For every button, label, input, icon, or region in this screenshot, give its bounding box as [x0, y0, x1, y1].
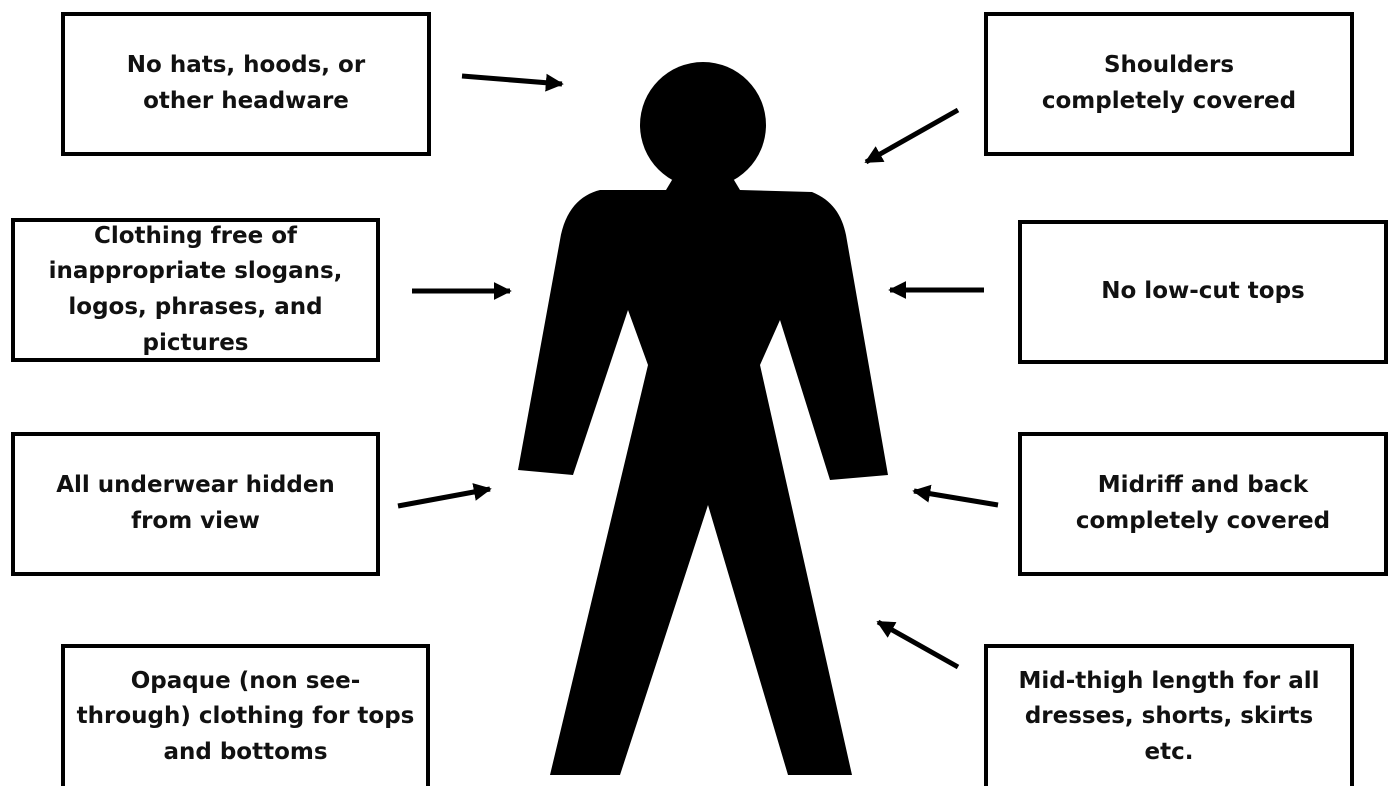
rule-text-slogans: Clothing free of inappropriate slogans, …	[48, 222, 343, 356]
rule-box-low-cut: No low-cut tops	[1018, 220, 1388, 364]
rule-text-low-cut: No low-cut tops	[1101, 278, 1305, 305]
rule-text-shoulders: Shoulders completely covered	[1041, 52, 1297, 114]
arrow-shoulders	[864, 107, 960, 165]
silhouette-body	[518, 180, 888, 775]
rule-box-opaque: Opaque (non see-through) clothing for to…	[61, 644, 430, 786]
rule-box-shoulders: Shoulders completely covered	[984, 12, 1354, 156]
rule-box-headware: No hats, hoods, or other headware	[61, 12, 431, 156]
silhouette-head	[640, 62, 766, 188]
rule-text-opaque: Opaque (non see-through) clothing for to…	[76, 667, 415, 765]
rule-text-mid-thigh: Mid-thigh length for all dresses, shorts…	[1018, 667, 1320, 765]
rule-box-underwear: All underwear hidden from view	[11, 432, 380, 576]
rule-box-midriff: Midriff and back completely covered	[1018, 432, 1388, 576]
arrow-headware	[461, 73, 564, 92]
rule-text-headware: No hats, hoods, or other headware	[126, 52, 366, 114]
rule-box-slogans: Clothing free of inappropriate slogans, …	[11, 218, 380, 362]
arrow-mid-thigh	[876, 619, 960, 670]
arrow-midriff	[912, 484, 999, 508]
rule-box-mid-thigh: Mid-thigh length for all dresses, shorts…	[984, 644, 1354, 786]
rule-text-underwear: All underwear hidden from view	[56, 472, 335, 534]
rule-text-midriff: Midriff and back completely covered	[1075, 472, 1331, 534]
arrow-underwear	[397, 483, 492, 509]
